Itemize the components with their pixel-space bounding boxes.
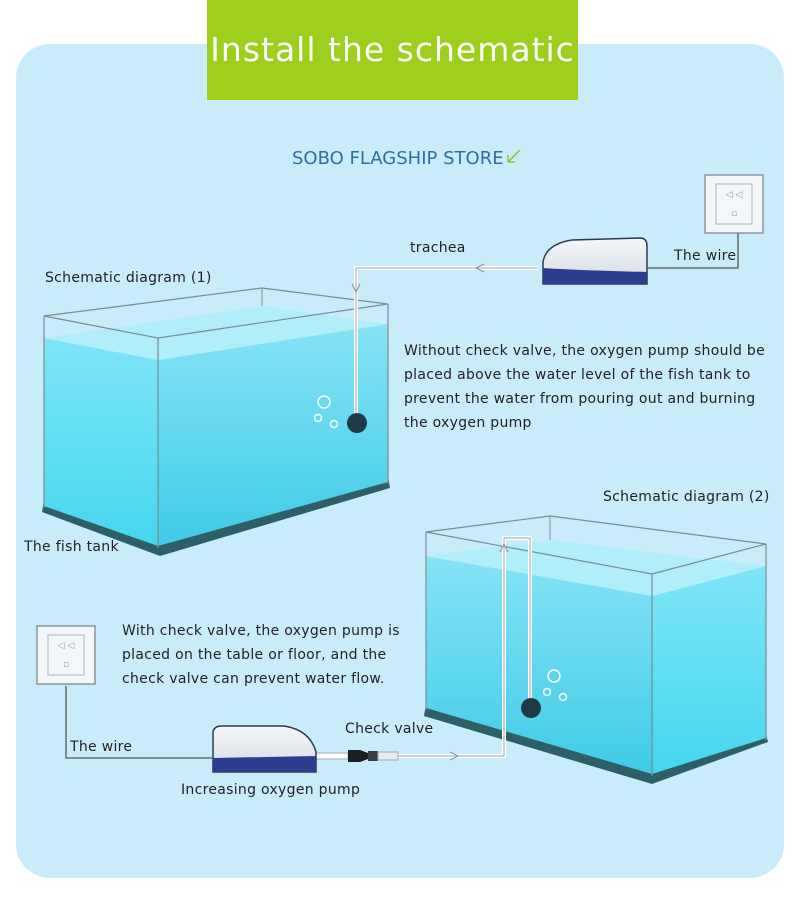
tube-arrow-icon-2 <box>449 751 460 761</box>
tank-2-water-top <box>426 540 766 596</box>
pump-1-wire <box>647 232 739 269</box>
tube-arrow-icon <box>474 263 485 273</box>
tank-2-water-front <box>426 556 652 774</box>
power-outlet-2-icon: ◁ ◁ ▫ <box>36 625 96 685</box>
fish-tank-label: The fish tank <box>24 539 119 555</box>
store-mark-icon <box>506 148 524 169</box>
svg-text:◁ ◁: ◁ ◁ <box>58 641 75 651</box>
page-title: Install the schematic <box>207 0 578 100</box>
svg-text:▫: ▫ <box>63 660 69 670</box>
diagram-1-title: Schematic diagram (1) <box>45 270 212 286</box>
store-name-text: SOBO FLAGSHIP STORE <box>292 148 504 169</box>
pump-2-wire <box>65 686 213 759</box>
tank-1-water-front <box>158 324 388 546</box>
tank-1-water-side <box>44 338 158 546</box>
air-stone-2-icon <box>521 698 541 718</box>
air-stone-1-icon <box>347 413 367 433</box>
oxygen-pump-2 <box>212 725 317 773</box>
wire-label-1: The wire <box>674 248 737 264</box>
svg-text:◁ ◁: ◁ ◁ <box>726 190 743 200</box>
diagram-2-description: With check valve, the oxygen pump is pla… <box>122 623 400 687</box>
trachea-label: trachea <box>410 240 466 256</box>
oxygen-pump-label: Increasing oxygen pump <box>181 782 361 798</box>
tank-1-water-top <box>44 306 388 360</box>
wire-label-2: The wire <box>70 739 133 755</box>
bubble-icon <box>317 395 331 409</box>
svg-text:▫: ▫ <box>731 209 737 219</box>
oxygen-pump-1 <box>542 237 648 285</box>
fish-tank-1 <box>42 263 538 556</box>
fish-tank-2 <box>398 515 768 784</box>
diagram-2-title: Schematic diagram (2) <box>603 489 770 505</box>
power-outlet-1-icon: ◁ ◁ ▫ <box>704 174 764 234</box>
check-valve-icon <box>315 750 399 762</box>
check-valve-label: Check valve <box>345 721 434 737</box>
tank-2-water-side <box>652 566 766 774</box>
store-name: SOBO FLAGSHIP STORE <box>292 148 524 169</box>
diagram-1-description: Without check valve, the oxygen pump sho… <box>404 343 765 431</box>
tank-1-base <box>42 476 390 556</box>
